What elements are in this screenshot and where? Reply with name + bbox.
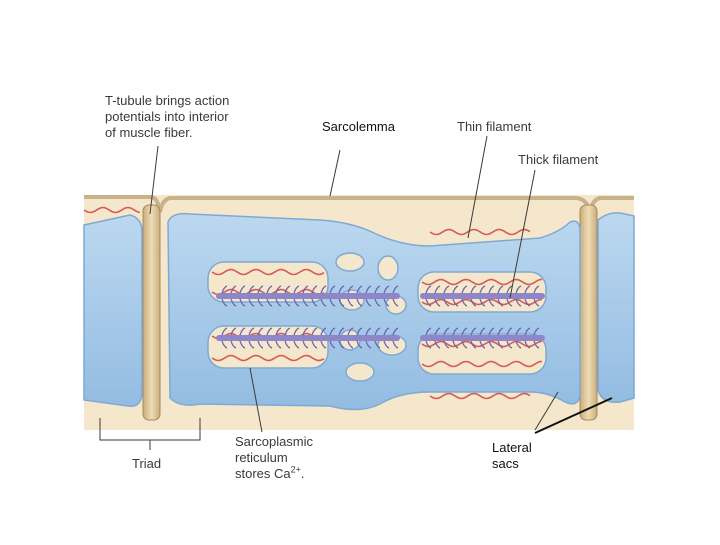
triad-label: Triad <box>132 456 162 471</box>
thick-filament <box>216 293 400 299</box>
myosin-head <box>392 285 399 307</box>
thin-filament <box>421 360 543 368</box>
myosin-head <box>356 327 363 349</box>
myosin-head <box>230 327 237 349</box>
myosin-head <box>293 285 300 307</box>
myosin-head <box>320 327 327 349</box>
myosin-head <box>257 285 264 307</box>
myosin-head <box>293 327 300 349</box>
lateral-sacs-pointer <box>534 397 613 434</box>
thick-filament-label: Thick filament <box>518 152 599 167</box>
myosin-head <box>452 285 459 307</box>
myosin-head <box>338 327 345 349</box>
t-tubule-label: T-tubule brings action potentials into i… <box>105 93 230 140</box>
myosin-head <box>374 285 381 307</box>
sarcoplasmic-reticulum-left-partial <box>83 214 143 408</box>
myosin-head <box>221 327 228 349</box>
leader-lines <box>99 135 559 450</box>
thin-filament <box>83 206 141 214</box>
myosin-head <box>488 285 495 307</box>
myosin-head <box>302 327 309 349</box>
myosin-head <box>515 327 522 349</box>
myosin-head <box>524 327 531 349</box>
myosin-head <box>383 285 390 307</box>
myosin-head <box>221 285 228 307</box>
myosin-head <box>425 327 432 349</box>
lateral-sacs-label: Lateral sacs <box>492 440 532 471</box>
myosin-head <box>248 285 255 307</box>
myosin-head <box>533 285 540 307</box>
thin-filament <box>211 268 325 276</box>
myosin-head <box>524 285 531 307</box>
myosin-head <box>461 285 468 307</box>
myosin-head <box>374 327 381 349</box>
myosin-head <box>320 285 327 307</box>
myosin-head <box>329 327 336 349</box>
myosin-head <box>443 285 450 307</box>
myosin-head <box>347 285 354 307</box>
myosin-head <box>257 327 264 349</box>
myosin-head <box>311 285 318 307</box>
myosin-head <box>284 327 291 349</box>
thin-filament <box>211 354 325 362</box>
myosin-head <box>329 285 336 307</box>
myosin-head <box>497 285 504 307</box>
myosin-head <box>347 327 354 349</box>
myosin-head <box>239 285 246 307</box>
thick-filament <box>420 293 545 299</box>
myosin-head <box>266 327 273 349</box>
myosin-head <box>470 285 477 307</box>
myosin-head <box>302 285 309 307</box>
thin-filament <box>421 278 543 286</box>
myosin-head <box>365 327 372 349</box>
myosin-head <box>497 327 504 349</box>
myosin-head <box>434 285 441 307</box>
myosin-head <box>392 327 399 349</box>
t-tubule-left <box>142 204 161 421</box>
sarcoplasmic-reticulum-label: Sarcoplasmic reticulum stores Ca2+. <box>235 434 314 481</box>
sarcoplasmic-reticulum-right-partial <box>597 212 635 403</box>
sarcolemma-label: Sarcolemma <box>322 119 395 134</box>
myosin-head <box>266 285 273 307</box>
myosin-head <box>434 327 441 349</box>
myosin-head <box>506 327 513 349</box>
myosin-head <box>488 327 495 349</box>
myosin-head <box>284 285 291 307</box>
myosin-head <box>230 285 237 307</box>
myosin-head <box>461 327 468 349</box>
thin-filament <box>429 392 531 400</box>
myosin-head <box>383 327 390 349</box>
t-tubule-right <box>579 204 598 421</box>
thin-filament-label: Thin filament <box>457 119 532 134</box>
myosin-head <box>356 285 363 307</box>
myosin-head <box>425 285 432 307</box>
myosin-head <box>515 285 522 307</box>
thick-filament <box>420 335 545 341</box>
myosin-head <box>443 327 450 349</box>
thin-filament <box>429 228 531 236</box>
myosin-head <box>275 327 282 349</box>
myosin-head <box>239 327 246 349</box>
myosin-head <box>275 285 282 307</box>
visible-filaments <box>211 268 545 368</box>
myosin-head <box>248 327 255 349</box>
myosin-head <box>338 285 345 307</box>
myosin-head <box>506 285 513 307</box>
myosin-head <box>479 285 486 307</box>
myosin-head <box>533 327 540 349</box>
myosin-head <box>470 327 477 349</box>
myosin-head <box>311 327 318 349</box>
myosin-head <box>452 327 459 349</box>
myosin-head <box>479 327 486 349</box>
thick-filament <box>216 335 400 341</box>
myosin-head <box>365 285 372 307</box>
